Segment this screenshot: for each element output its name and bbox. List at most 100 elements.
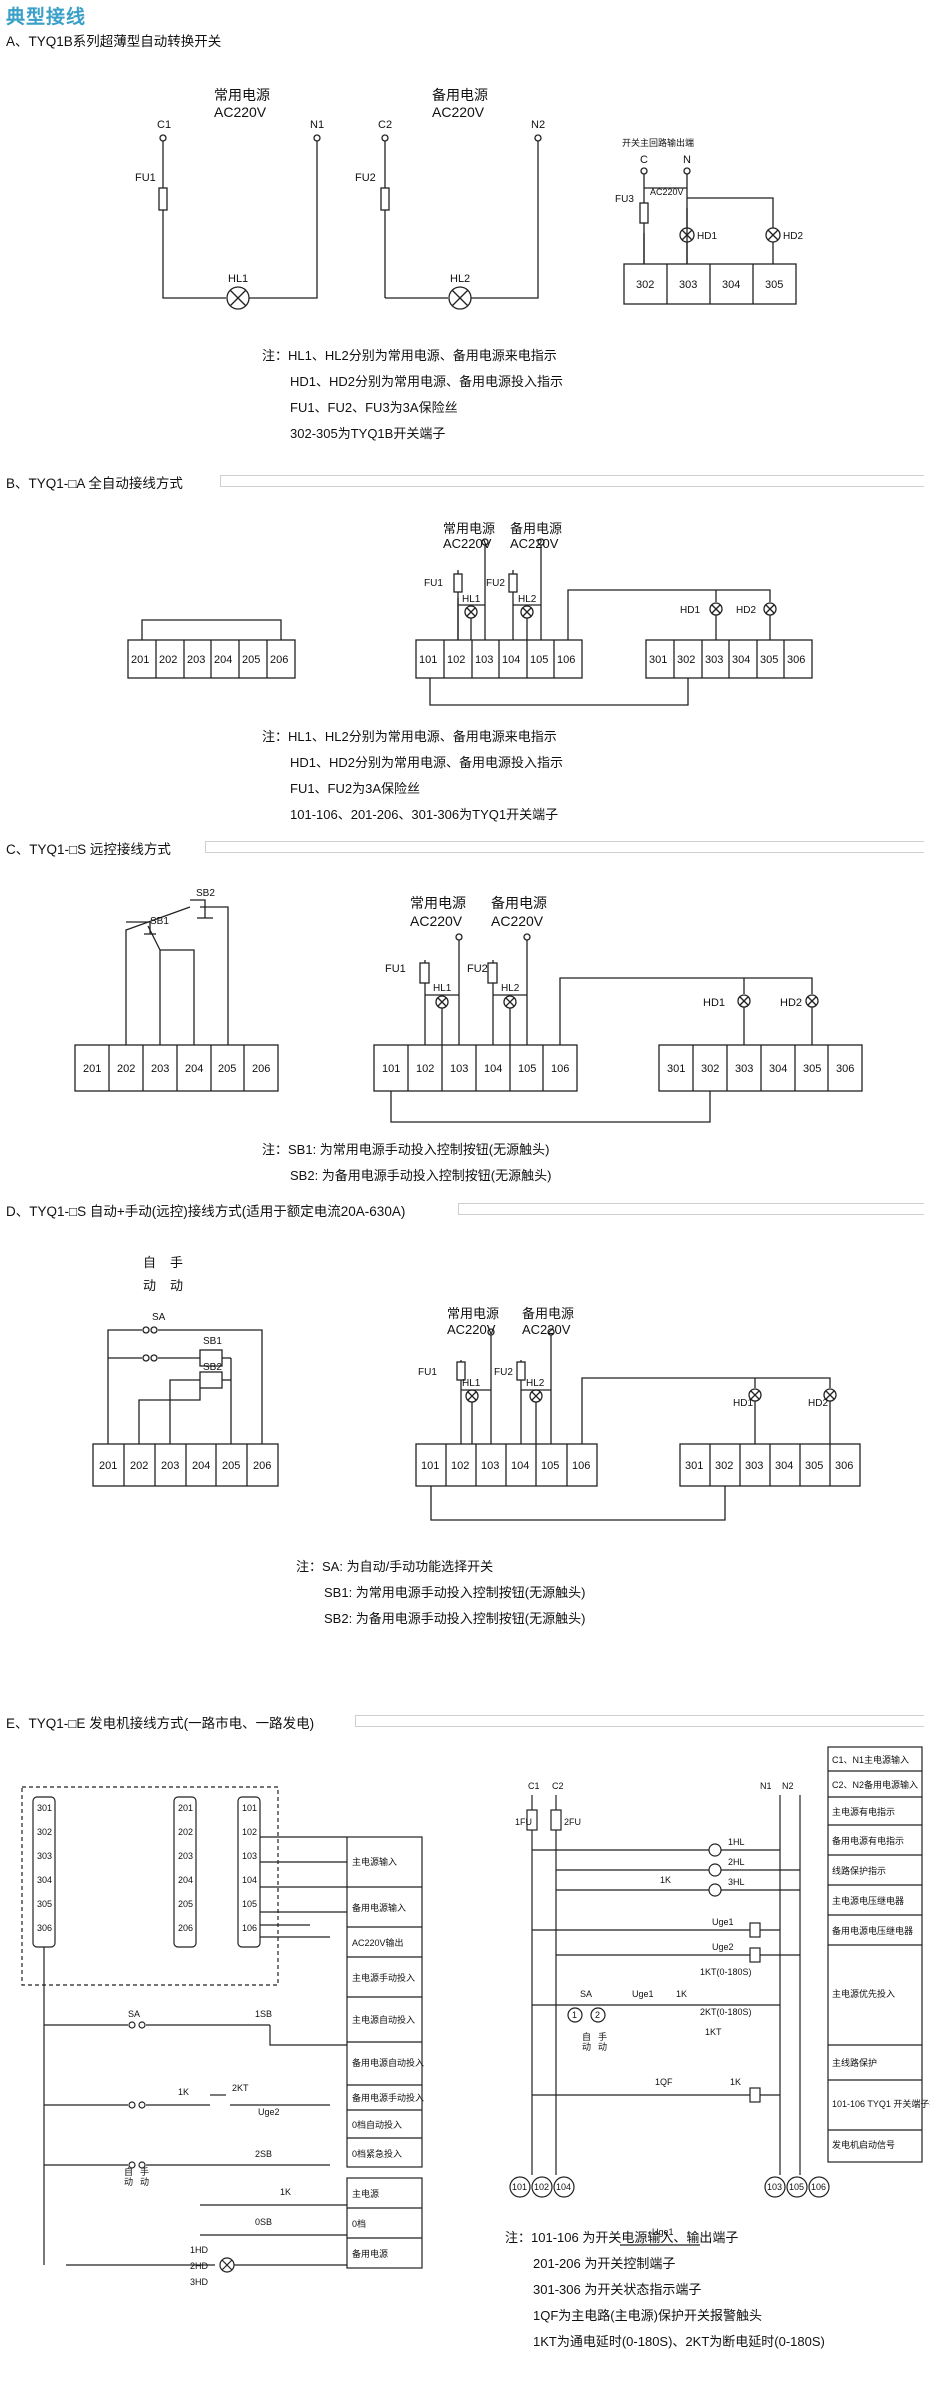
e-r-n2: N2 bbox=[782, 1781, 794, 1791]
term-d-r1: 302 bbox=[715, 1460, 733, 1472]
section-c-title: C、TYQ1-□S 远控接线方式 bbox=[6, 842, 171, 857]
label-c-main: 常用电源 bbox=[410, 895, 466, 911]
e-c3-0: 101 bbox=[242, 1803, 257, 1813]
section-a-title: A、TYQ1B系列超薄型自动转换开关 bbox=[6, 34, 222, 49]
e-rl-8: 主线路保护 bbox=[832, 2057, 877, 2068]
e-c2-4: 205 bbox=[178, 1899, 193, 1909]
label-c: C bbox=[640, 154, 648, 166]
e-c3-3: 104 bbox=[242, 1875, 257, 1885]
label-d-move2: 动 bbox=[170, 1278, 183, 1293]
label-b-hl2: HL2 bbox=[518, 594, 537, 605]
diagram-c: 201 202 203 204 205 206 101 102 103 104 … bbox=[74, 888, 863, 1123]
e-r-fu2: 2FU bbox=[564, 1817, 581, 1827]
label-b-hd2: HD2 bbox=[736, 605, 756, 616]
term-b-r1: 302 bbox=[677, 654, 695, 666]
section-e-rule bbox=[355, 1715, 924, 1727]
e-ll-11: 备用电源 bbox=[352, 2248, 388, 2259]
e-lab-hand: 手 bbox=[140, 2166, 149, 2177]
label-bak-src: 备用电源 bbox=[432, 87, 488, 103]
label-b-bak: 备用电源 bbox=[510, 521, 562, 536]
e-c2-1: 202 bbox=[178, 1827, 193, 1837]
notes-d: 注：SA: 为自动/手动功能选择开关 SB1: 为常用电源手动投入控制按钮(无源… bbox=[296, 1554, 585, 1632]
notes-c: 注：SB1: 为常用电源手动投入控制按钮(无源触头) SB2: 为备用电源手动投… bbox=[262, 1137, 551, 1189]
term-b-m2: 103 bbox=[475, 654, 493, 666]
term-d-r0: 301 bbox=[685, 1460, 703, 1472]
e-ll-0: 主电源输入 bbox=[352, 1856, 397, 1867]
e-r-c2: C2 bbox=[552, 1781, 564, 1791]
e-r-fu1: 1FU bbox=[515, 1817, 532, 1827]
note-c-1: SB2: 为备用电源手动投入控制按钮(无源触头) bbox=[290, 1168, 552, 1183]
label-fu3: FU3 bbox=[615, 194, 634, 205]
note-e-3: 1QF为主电路(主电源)保护开关报警触头 bbox=[533, 2308, 762, 2323]
label-c-ac1: AC220V bbox=[410, 913, 463, 929]
notes-b: 注：HL1、HL2分别为常用电源、备用电源来电指示 HD1、HD2分别为常用电源… bbox=[262, 724, 563, 828]
e-c2-0: 201 bbox=[178, 1803, 193, 1813]
e-r-hand: 手 bbox=[598, 2031, 607, 2042]
term-d-l3: 204 bbox=[192, 1460, 210, 1472]
e-lab-sa: SA bbox=[128, 2009, 140, 2019]
label-c-sb1: SB1 bbox=[150, 916, 169, 927]
label-d-move1: 动 bbox=[143, 1278, 156, 1293]
term-b-l4: 205 bbox=[242, 654, 260, 666]
e-c2-3: 204 bbox=[178, 1875, 193, 1885]
term-c-l5: 206 bbox=[252, 1063, 270, 1075]
note-b-3: 101-106、201-206、301-306为TYQ1开关端子 bbox=[290, 807, 559, 822]
notes-e: 注：101-106 为开关电源输入、输出端子 201-206 为开关控制端子 3… bbox=[505, 2225, 825, 2355]
e-c1-0: 301 bbox=[37, 1803, 52, 1813]
term-b-l1: 202 bbox=[159, 654, 177, 666]
label-c-fu1: FU1 bbox=[385, 963, 406, 975]
section-d-rule bbox=[458, 1203, 924, 1215]
e-r-k1c: 1K bbox=[730, 2077, 741, 2087]
label-c-sb2: SB2 bbox=[196, 888, 215, 899]
e-ll-1: 备用电源输入 bbox=[352, 1902, 406, 1913]
e-lab-hd3: 3HD bbox=[190, 2277, 209, 2287]
e-lab-hd2: 2HD bbox=[190, 2261, 209, 2271]
e-c3-5: 106 bbox=[242, 1923, 257, 1933]
e-lab-sb1: 1SB bbox=[255, 2009, 272, 2019]
term-c-r2: 303 bbox=[735, 1063, 753, 1075]
term-a-1: 303 bbox=[679, 279, 697, 291]
term-d-m4: 105 bbox=[541, 1460, 559, 1472]
label-d-ac1: AC220V bbox=[447, 1322, 496, 1337]
term-b-l0: 201 bbox=[131, 654, 149, 666]
e-lab-k1: 1K bbox=[178, 2087, 189, 2097]
note-d-1: SB1: 为常用电源手动投入控制按钮(无源触头) bbox=[324, 1585, 586, 1600]
term-c-m3: 104 bbox=[484, 1063, 502, 1075]
term-b-r2: 303 bbox=[705, 654, 723, 666]
e-r-t105: 105 bbox=[789, 2182, 804, 2192]
term-b-l3: 204 bbox=[214, 654, 232, 666]
section-d-title: D、TYQ1-□S 自动+手动(远控)接线方式(适用于额定电流20A-630A) bbox=[6, 1204, 406, 1219]
term-c-l0: 201 bbox=[83, 1063, 101, 1075]
e-c1-1: 302 bbox=[37, 1827, 52, 1837]
e-lab-sb2: 2SB bbox=[255, 2149, 272, 2159]
note-c-0: 注：SB1: 为常用电源手动投入控制按钮(无源触头) bbox=[262, 1142, 550, 1157]
e-r-move2: 动 bbox=[598, 2042, 607, 2052]
label-c-fu2: FU2 bbox=[467, 963, 488, 975]
label-hd2: HD2 bbox=[783, 231, 803, 242]
e-r-kt1: 1KT(0-180S) bbox=[700, 1967, 752, 1977]
e-ll-8: 0档紧急投入 bbox=[352, 2148, 402, 2159]
e-r-c1: C1 bbox=[528, 1781, 540, 1791]
section-e-title: E、TYQ1-□E 发电机接线方式(一路市电、一路发电) bbox=[6, 1716, 315, 1731]
term-c-l4: 205 bbox=[218, 1063, 236, 1075]
e-r-auto: 自 bbox=[582, 2031, 591, 2042]
e-ll-6: 备用电源手动投入 bbox=[352, 2092, 424, 2103]
e-ll-3: 主电源手动投入 bbox=[352, 1972, 415, 1983]
note-e-4: 1KT为通电延时(0-180S)、2KT为断电延时(0-180S) bbox=[533, 2334, 825, 2349]
diagram-d: 201 202 203 204 205 206 101 102 103 104 … bbox=[92, 1255, 861, 1521]
term-b-m1: 102 bbox=[447, 654, 465, 666]
e-r-k1: 1K bbox=[660, 1875, 671, 1885]
note-a-1: HD1、HD2分别为常用电源、备用电源投入指示 bbox=[290, 374, 564, 389]
e-rl-3: 备用电源有电指示 bbox=[832, 1835, 904, 1846]
label-c2: C2 bbox=[378, 119, 392, 131]
note-a-3: 302-305为TYQ1B开关端子 bbox=[290, 426, 446, 441]
note-b-1: HD1、HD2分别为常用电源、备用电源投入指示 bbox=[290, 755, 564, 770]
diagram-b: 201 202 203 204 205 206 101 102 103 104 … bbox=[127, 521, 813, 706]
term-b-r3: 304 bbox=[732, 654, 750, 666]
e-r-qf: 1QF bbox=[655, 2077, 673, 2087]
label-b-hd1: HD1 bbox=[680, 605, 700, 616]
term-c-m1: 102 bbox=[416, 1063, 434, 1075]
e-r-t102: 102 bbox=[534, 2182, 549, 2192]
label-aux: 开关主回路输出端 bbox=[622, 137, 694, 148]
label-d-fu1: FU1 bbox=[418, 1367, 437, 1378]
